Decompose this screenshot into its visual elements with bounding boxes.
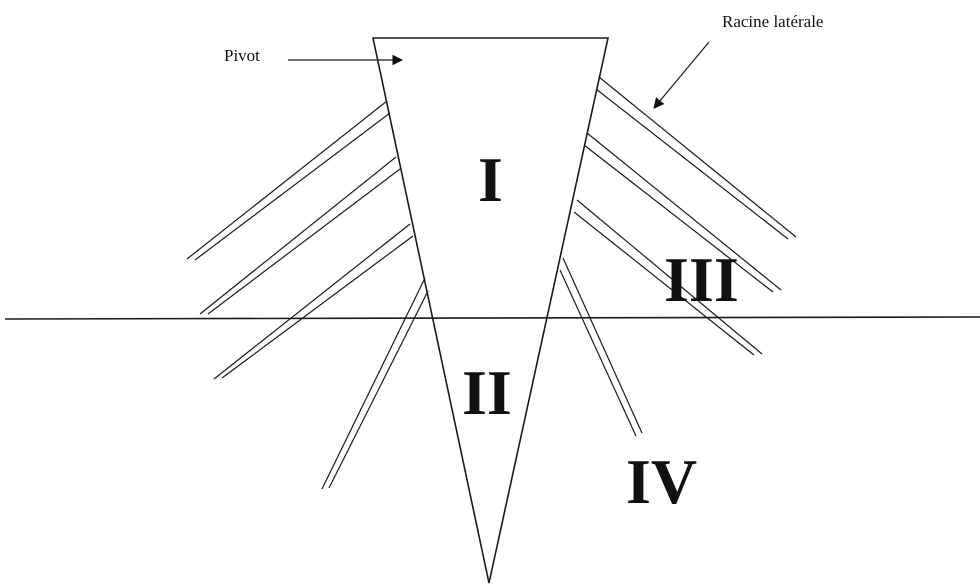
right-lateral-roots <box>559 76 797 437</box>
left-root-3b <box>221 235 414 379</box>
label-zone-1: I <box>478 144 503 215</box>
horizontal-reference-line <box>4 316 980 320</box>
left-root-2a <box>199 156 397 315</box>
taproot-wedge <box>372 37 609 584</box>
left-root-4b <box>328 290 429 489</box>
left-root-4a <box>321 277 426 490</box>
label-pivot: Pivot <box>224 46 260 65</box>
right-root-2b <box>583 144 774 293</box>
left-root-2b <box>207 168 401 315</box>
label-zone-3: III <box>664 244 739 315</box>
left-lateral-roots <box>186 100 429 490</box>
left-root-1b <box>194 112 391 261</box>
label-zone-2: II <box>462 357 512 428</box>
right-root-2a <box>586 132 782 291</box>
left-root-1a <box>186 100 388 260</box>
left-root-3a <box>213 223 411 380</box>
right-root-3b <box>573 211 755 356</box>
right-root-4a <box>562 257 643 434</box>
label-lateral-root: Racine latérale <box>722 12 823 31</box>
right-root-1a <box>598 76 797 238</box>
right-root-3a <box>576 199 763 355</box>
right-root-4b <box>559 269 637 437</box>
right-root-1b <box>595 88 789 240</box>
label-zone-4: IV <box>626 446 697 517</box>
lateral-root-arrow <box>653 41 710 109</box>
